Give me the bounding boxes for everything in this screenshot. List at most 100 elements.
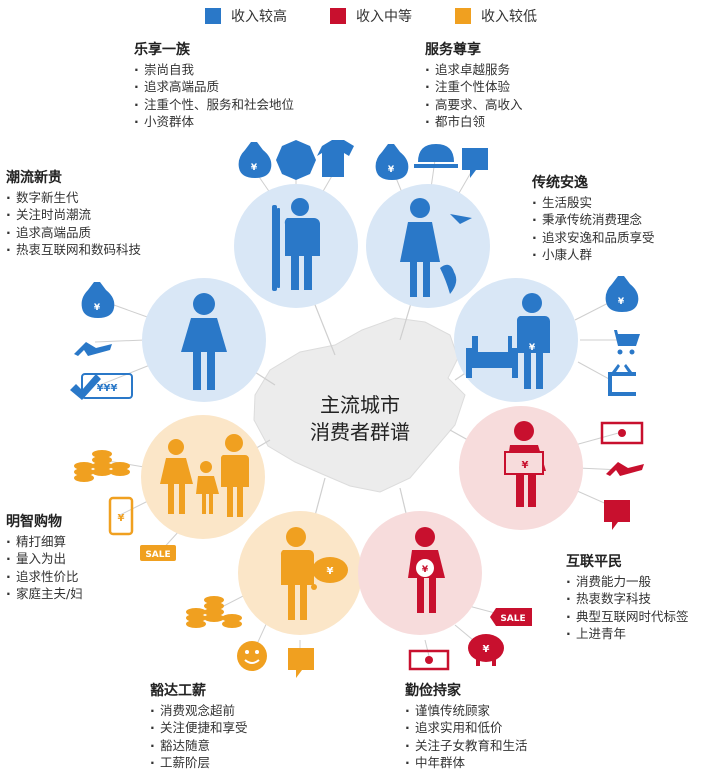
group-item: 谨慎传统顾家 — [405, 702, 528, 720]
legend-label-mid: 收入中等 — [356, 9, 412, 25]
center-title: 主流城市 消费者群谱 — [280, 392, 440, 446]
money-bag-icon — [238, 142, 272, 178]
man-label: ¥ — [529, 343, 536, 353]
group-item: 消费能力一般 — [566, 573, 689, 591]
thumbs-up-icon — [462, 148, 488, 178]
group-item: 崇尚自我 — [134, 61, 294, 79]
group-item: 热衷互联网和数码科技 — [6, 241, 141, 259]
group-item: 量入为出 — [6, 550, 83, 568]
family-icon — [160, 434, 249, 517]
shopping-cart-icon — [608, 330, 640, 346]
group-title: 传统安逸 — [532, 175, 588, 191]
price-tag-label: ¥¥¥ — [97, 383, 118, 394]
group-item: 追求高端品质 — [6, 224, 141, 242]
high-heel-icon — [74, 342, 112, 356]
group-qinjian: 勤俭持家 谨慎传统顾家 追求实用和低价 关注子女教育和生活 中年群体 — [405, 683, 528, 772]
persona-circle-lexiang — [234, 184, 358, 308]
group-item: 典型互联网时代标签 — [566, 608, 689, 626]
group-chaoliu: 潮流新贵 数字新生代 关注时尚潮流 追求高端品质 热衷互联网和数码科技 — [6, 170, 141, 259]
group-fuwu: 服务尊享 追求卓越服务 注重个性体验 高要求、高收入 都市白领 — [425, 42, 523, 131]
sale-label-low: SALE — [145, 550, 170, 560]
trendy-woman-icon — [181, 293, 227, 390]
group-title: 乐享一族 — [134, 42, 190, 58]
group-title: 服务尊享 — [425, 42, 481, 58]
legend-label-low: 收入较低 — [481, 9, 537, 25]
woman-baby-icon — [408, 527, 445, 613]
group-item: 追求实用和低价 — [405, 719, 528, 737]
smiley-icon — [237, 641, 267, 671]
coin-stack-icon — [74, 450, 130, 482]
legend-swatch-mid — [330, 8, 346, 24]
group-item: 关注时尚潮流 — [6, 206, 141, 224]
group-item: 高要求、高收入 — [425, 96, 523, 114]
group-item: 工薪阶层 — [150, 754, 248, 772]
banknote-icon — [408, 649, 450, 671]
center-title-line2: 消费者群谱 — [310, 420, 410, 444]
piggy-bank-label: ¥ — [483, 644, 490, 655]
persona-circle-fuwu — [366, 184, 490, 308]
china-map-icon — [253, 317, 466, 493]
group-item: 精打细算 — [6, 533, 83, 551]
group-lexiang: 乐享一族 崇尚自我 追求高端品质 注重个性、服务和社会地位 小资群体 — [134, 42, 294, 131]
price-tag-check-icon — [70, 374, 101, 400]
high-heel-icon — [606, 462, 644, 476]
phone-label: ¥ — [118, 513, 125, 524]
group-item: 关注便捷和享受 — [150, 719, 248, 737]
group-title: 互联平民 — [566, 554, 622, 570]
legend-item-low: 收入较低 — [455, 6, 537, 26]
thinking-worker-icon — [280, 527, 348, 620]
legend-swatch-low — [455, 8, 471, 24]
money-bag-icon — [375, 144, 409, 180]
group-item: 小资群体 — [134, 113, 294, 131]
group-huoda: 豁达工薪 消费观念超前 关注便捷和享受 豁达随意 工薪阶层 — [150, 683, 248, 772]
sale-label-mid: SALE — [500, 614, 525, 624]
coin-stack-icon — [186, 596, 242, 628]
thought-bubble-label: ¥ — [327, 566, 334, 577]
piggy-bank-icon — [468, 634, 504, 662]
group-title: 潮流新贵 — [6, 170, 62, 186]
group-item: 追求卓越服务 — [425, 61, 523, 79]
group-item: 生活殷实 — [532, 194, 655, 212]
persona-circle-hulian — [459, 406, 583, 530]
persona-circle-chuantong — [454, 278, 578, 402]
tshirt-icon — [317, 140, 354, 177]
laptop-label: ¥ — [522, 460, 529, 471]
businesswoman-icon — [400, 198, 472, 297]
group-item: 上进青年 — [566, 625, 689, 643]
group-item: 消费观念超前 — [150, 702, 248, 720]
money-bag-label: ¥ — [388, 165, 395, 175]
legend: 收入较高 收入中等 收入较低 — [0, 6, 720, 30]
sale-tag-icon — [490, 608, 532, 626]
man-sofa-icon — [466, 293, 550, 389]
group-item: 家庭主夫/妇 — [6, 585, 83, 603]
group-item: 都市白领 — [425, 113, 523, 131]
diamond-badge-icon — [276, 140, 316, 180]
baby-label: ¥ — [422, 565, 429, 575]
money-bag-icon — [81, 282, 115, 318]
businessman-golf-icon — [272, 198, 320, 291]
group-title: 勤俭持家 — [405, 683, 461, 699]
persona-circle-chaoliu — [142, 278, 266, 402]
legend-label-high: 收入较高 — [231, 9, 287, 25]
group-hulian: 互联平民 消费能力一般 热衷数字科技 典型互联网时代标签 上进青年 — [566, 554, 689, 643]
group-title: 豁达工薪 — [150, 683, 206, 699]
group-item: 追求性价比 — [6, 568, 83, 586]
thumbs-up-icon — [288, 648, 314, 678]
legend-item-mid: 收入中等 — [330, 6, 412, 26]
group-item: 秉承传统消费理念 — [532, 211, 655, 229]
price-tag-icon — [81, 373, 133, 399]
center-title-line1: 主流城市 — [320, 393, 400, 417]
thumbs-up-icon — [604, 500, 630, 530]
group-item: 小康人群 — [532, 246, 655, 264]
money-bag-label: ¥ — [251, 163, 258, 173]
sale-tag-icon — [140, 545, 176, 561]
money-bag-label: ¥ — [94, 303, 101, 313]
group-item: 豁达随意 — [150, 737, 248, 755]
group-item: 追求安逸和品质享受 — [532, 229, 655, 247]
group-item: 热衷数字科技 — [566, 590, 689, 608]
persona-circle-mingzhi — [141, 415, 265, 539]
group-item: 数字新生代 — [6, 189, 141, 207]
group-item: 中年群体 — [405, 754, 528, 772]
money-bag-icon — [605, 276, 639, 312]
